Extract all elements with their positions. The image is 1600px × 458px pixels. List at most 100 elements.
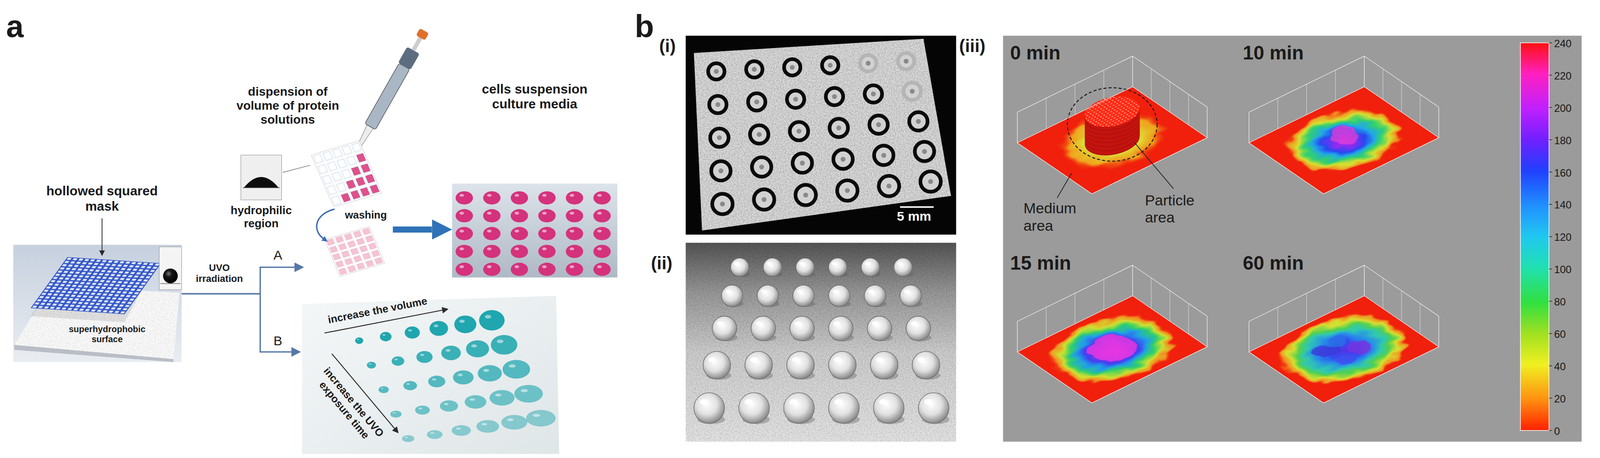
droplet-highlight: [459, 247, 465, 251]
glass-droplet: [828, 316, 853, 341]
photo-baseline: [242, 187, 280, 188]
droplet-highlight: [520, 388, 528, 392]
protein-droplet: [489, 389, 515, 406]
hollowed-mask-part: [95, 302, 101, 305]
hollowed-mask-part: [100, 286, 107, 289]
branch-label: B: [273, 333, 283, 349]
droplet-highlight: [832, 289, 839, 294]
droplet-ring: [878, 175, 900, 197]
plane-surface: [1264, 95, 1424, 186]
plot-wireframe-part: [1248, 112, 1250, 143]
washed-substrate-part: [335, 235, 344, 243]
hollowed-mask-part: [69, 304, 75, 307]
plot-wireframe-part: [1150, 277, 1152, 309]
hollowed-mask-part: [93, 306, 99, 309]
hollowed-mask-part: [139, 275, 145, 278]
droplet-highlight: [514, 229, 520, 233]
washed-substrate-part: [344, 257, 353, 265]
washed-substrate-part: [371, 249, 380, 257]
hollowed-mask-part: [154, 263, 160, 266]
droplet-core: [715, 102, 721, 108]
protein-droplet: [451, 425, 471, 437]
hollowed-mask-part: [77, 268, 83, 271]
time-label: 15 min: [1010, 252, 1071, 275]
hollowed-mask-part: [128, 265, 135, 268]
washed-substrate-part: [356, 237, 365, 245]
hollowed-mask-part: [104, 273, 110, 276]
droplet-ring: [825, 87, 844, 106]
droplet-highlight: [910, 321, 918, 326]
spherical-droplet: [162, 268, 178, 284]
hollowed-mask-part: [120, 311, 126, 314]
plane-outline: [1249, 295, 1439, 403]
washed-substrate-part: [353, 230, 362, 238]
panel-label: (i): [659, 35, 676, 56]
protein-droplet: [391, 356, 405, 366]
droplet-highlight: [487, 247, 492, 251]
hollowed-mask-part: [121, 284, 127, 287]
hollowed-mask-part: [70, 294, 77, 297]
tick-mark: [1548, 397, 1552, 399]
hollowed-mask-part: [64, 277, 70, 280]
hollowed-mask-part: [72, 291, 79, 294]
protein-droplet: [514, 384, 543, 403]
washed-substrate-part: [347, 240, 356, 248]
droplet-highlight: [796, 289, 804, 294]
protein-droplet: [478, 310, 505, 331]
droplet-core: [756, 131, 762, 137]
droplet-core: [886, 183, 892, 189]
patterned-substrate-part: [342, 145, 353, 155]
glass-droplet: [757, 284, 779, 307]
plot-wireframe-part: [1248, 321, 1250, 352]
droplet-highlight: [833, 321, 841, 326]
droplet-highlight: [419, 353, 424, 357]
hollowed-mask-part: [73, 264, 80, 267]
culture-droplet: [455, 262, 474, 276]
droplet-highlight: [514, 247, 520, 251]
droplet-highlight: [406, 383, 410, 385]
process-label: washing: [344, 208, 387, 222]
protein-droplet: [441, 345, 461, 361]
protein-droplet: [429, 321, 449, 336]
plane-outline: [1017, 295, 1207, 403]
hollowed-mask-part: [140, 282, 146, 285]
washed-substrate-part: [359, 245, 368, 253]
particle-cylinder: [1074, 90, 1151, 162]
droplet-highlight: [392, 412, 396, 414]
hollowed-mask-part: [94, 296, 100, 299]
droplet-highlight: [734, 261, 740, 266]
droplet-ring: [746, 61, 763, 78]
hollowed-mask-part: [122, 308, 128, 311]
hollowed-mask-part: [84, 258, 90, 261]
droplet-highlight: [831, 261, 838, 266]
washed-substrate-part: [374, 257, 383, 265]
hollowed-mask-part: [107, 260, 113, 263]
culture-droplet: [565, 208, 584, 222]
hollowed-mask-part: [140, 265, 146, 268]
hollowed-mask-part: [99, 280, 105, 283]
process-label: UVO irradiation: [185, 262, 253, 285]
hollowed-mask-part: [108, 293, 114, 296]
axis-label: increase the volume: [326, 294, 429, 326]
protein-droplet: [466, 340, 490, 358]
hollowed-mask-part: [143, 279, 149, 282]
droplet-core: [793, 96, 798, 102]
hollowed-mask-part: [38, 305, 44, 309]
hollowed-mask-part: [79, 265, 85, 268]
hollowed-mask-part: [57, 287, 63, 290]
hollowed-mask-part: [118, 304, 125, 307]
droplet-highlight: [917, 356, 926, 362]
contact-angle-photo: [159, 246, 182, 290]
washed-substrate: [324, 226, 385, 277]
hollowed-mask-part: [46, 303, 52, 306]
washed-substrate-part: [365, 259, 374, 267]
hollowed-mask-part: [63, 287, 69, 290]
glass-droplet: [828, 351, 856, 379]
hollowed-mask-part: [102, 310, 108, 313]
hollowed-mask-part: [91, 282, 97, 285]
droplet-highlight: [356, 339, 360, 341]
colorbar-tick-label: 0: [1554, 425, 1560, 438]
hollowed-mask-part: [65, 301, 72, 304]
cell-photo-node: cells suspension culture media: [452, 183, 618, 278]
patterned-substrate-part: [351, 142, 362, 153]
